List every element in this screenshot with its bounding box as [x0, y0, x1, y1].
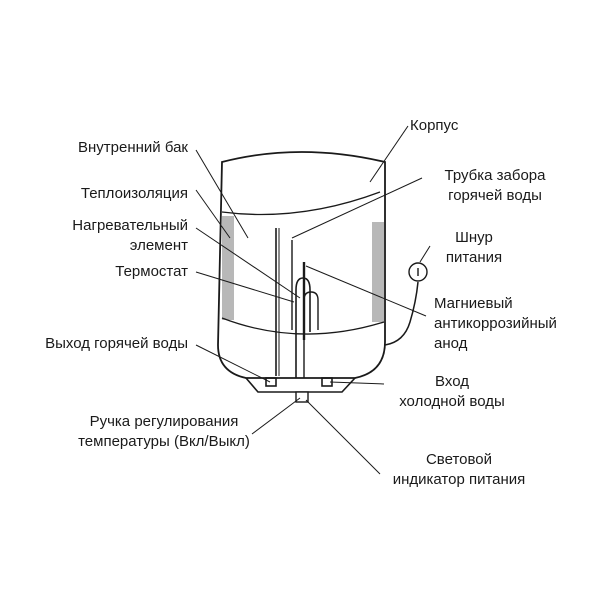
label-thermostat: Термостат: [115, 263, 188, 280]
label-inner-tank: Внутренний бак: [78, 139, 188, 156]
leader-heater: [195, 227, 301, 299]
bottom-cap: [245, 377, 356, 393]
label-power-cord: Шнур питания: [445, 229, 503, 266]
leader-cold-inlet: [329, 381, 385, 385]
label-knob: Ручка регулирования температуры (Вкл/Вык…: [78, 413, 250, 450]
label-housing: Корпус: [410, 117, 459, 134]
hot-outlet-fitting: [265, 377, 277, 387]
heating-element-u: [303, 291, 319, 378]
power-plug-icon: [408, 262, 428, 282]
inner-tank-bottom: [221, 317, 385, 335]
label-hot-pipe: Трубка забора горячей воды: [444, 167, 546, 204]
leader-thermostat: [195, 271, 295, 303]
label-heater: Нагревательный элемент: [72, 217, 188, 254]
leader-inner-tank: [195, 149, 249, 239]
label-hot-outlet: Выход горячей воды: [45, 335, 188, 352]
heater-housing: [217, 151, 386, 379]
leader-indicator: [305, 399, 381, 475]
leader-hot-outlet: [195, 344, 271, 383]
leader-housing: [369, 125, 409, 183]
label-cold-inlet: Вход холодной воды: [399, 373, 505, 410]
leader-insulation: [195, 189, 231, 239]
inner-tank-top: [221, 191, 381, 216]
power-indicator: [295, 391, 309, 403]
insulation-left: [222, 216, 234, 320]
insulation-right: [372, 222, 384, 322]
power-cord: [384, 281, 419, 346]
label-indicator: Световой индикатор питания: [392, 451, 526, 488]
leader-knob: [251, 397, 301, 435]
label-insulation: Теплоизоляция: [80, 185, 188, 202]
leader-power-cord: [419, 245, 431, 263]
label-anode: Магниевый антикоррозийный анод: [434, 295, 557, 352]
leader-anode: [305, 265, 427, 317]
leader-hot-pipe: [291, 177, 423, 239]
